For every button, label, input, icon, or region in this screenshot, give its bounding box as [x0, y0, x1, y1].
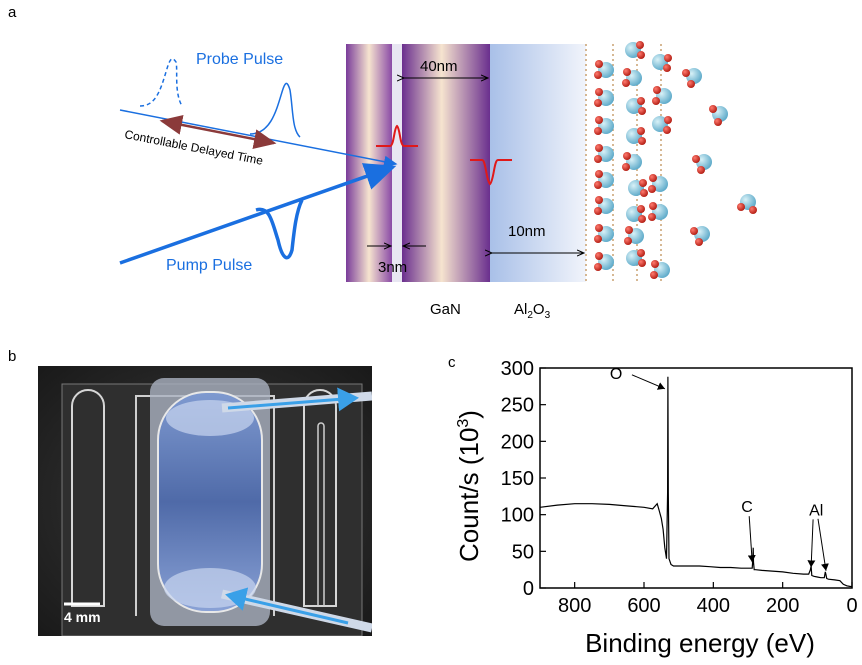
water-molecule [628, 179, 648, 197]
plot-frame [539, 367, 853, 589]
water-molecule [648, 174, 668, 193]
panel-a-letter: a [8, 4, 17, 21]
x-tick-label: 0 [846, 595, 857, 617]
panel-a-diagram: 40nm 10nm 3nm GaN Al2O3 Probe Pulse Cont… [119, 41, 757, 321]
water-molecule [626, 249, 646, 267]
water-molecule [594, 60, 614, 79]
y-tick-label: 100 [501, 505, 534, 527]
water-molecule [594, 252, 614, 271]
water-molecule [648, 202, 668, 221]
left-channel [71, 389, 105, 607]
water-molecule [594, 196, 614, 215]
annotation-arrow-al [807, 519, 816, 568]
water-molecule [682, 68, 702, 88]
right-channel-inner [317, 422, 325, 606]
scale-bar-label: 4 mm [64, 609, 101, 625]
dim-3nm-label: 3nm [378, 259, 407, 276]
y-tick-label: 150 [501, 468, 534, 490]
water-molecule [692, 154, 712, 174]
pump-pulse [255, 199, 304, 260]
water-molecule [625, 41, 645, 59]
probe-pulse-label: Probe Pulse [196, 51, 283, 68]
x-tick-label: 400 [697, 595, 730, 617]
y-tick-label: 300 [501, 360, 534, 380]
xps-chart: Count/s (103) Binding energy (eV) 0 50 100… [454, 360, 858, 658]
red-pulse-up [376, 124, 418, 147]
annotation-label-al: Al [809, 502, 823, 519]
probe-pulse [249, 82, 301, 138]
water-molecules [594, 41, 757, 279]
water-molecule [594, 88, 614, 107]
water-molecule [737, 194, 757, 214]
al2o3-layer [490, 44, 586, 282]
water-molecule [594, 116, 614, 135]
water-molecule [650, 260, 670, 279]
water-molecule [594, 224, 614, 243]
gan-layer [402, 44, 490, 282]
x-tick-label: 600 [627, 595, 660, 617]
y-tick-label: 200 [501, 431, 534, 453]
water-molecule [709, 105, 728, 126]
y-tick-label: 0 [523, 578, 534, 600]
spectrum-line [539, 376, 852, 588]
water-molecule [622, 152, 642, 171]
water-molecule [626, 97, 646, 115]
y-axis-label: Count/s (103) [454, 410, 484, 562]
delay-label: Controllable Delayed Time [123, 127, 264, 168]
gan-label: GaN [430, 301, 461, 318]
water-molecule [690, 226, 710, 246]
panel-b-letter: b [8, 348, 17, 365]
annotation-arrow-al2 [817, 518, 829, 571]
y-tick-label: 50 [512, 541, 534, 563]
al2o3-label: Al2O3 [514, 301, 551, 321]
red-pulse-down [470, 159, 512, 186]
x-tick-label: 800 [558, 595, 591, 617]
water-molecule [652, 116, 672, 134]
annotation-label-o: O [610, 366, 622, 383]
dim-10nm-label: 10nm [508, 223, 546, 240]
pump-beam [119, 163, 397, 265]
device-photo: 4 mm [38, 366, 372, 636]
water-molecule [622, 68, 642, 87]
annotation-arrow-o [631, 374, 666, 390]
y-tick-label: 250 [501, 395, 534, 417]
x-axis-label: Binding energy (eV) [585, 628, 815, 658]
panel-c-letter: c [448, 354, 456, 371]
water-molecule [626, 205, 646, 223]
outlet-arrow [225, 587, 349, 625]
x-tick-label: 200 [766, 595, 799, 617]
plot-area: 0 50 100 150 200 250 300 800 600 400 200 0 O C Al [501, 360, 858, 617]
water-molecule [594, 170, 614, 189]
chamber [157, 391, 263, 613]
water-molecule [652, 86, 672, 105]
water-molecule [652, 54, 672, 72]
water-molecule [626, 127, 646, 145]
dim-40nm-label: 40nm [420, 58, 458, 75]
water-molecule [594, 144, 614, 163]
pump-pulse-label: Pump Pulse [166, 257, 252, 274]
annotation-label-c: C [741, 499, 753, 516]
annotation-arrow-c [747, 516, 756, 563]
inlet-arrow [227, 387, 359, 412]
delay-arrow [159, 115, 277, 149]
probe-pulse-dashed [139, 58, 183, 107]
water-molecule [624, 226, 644, 245]
